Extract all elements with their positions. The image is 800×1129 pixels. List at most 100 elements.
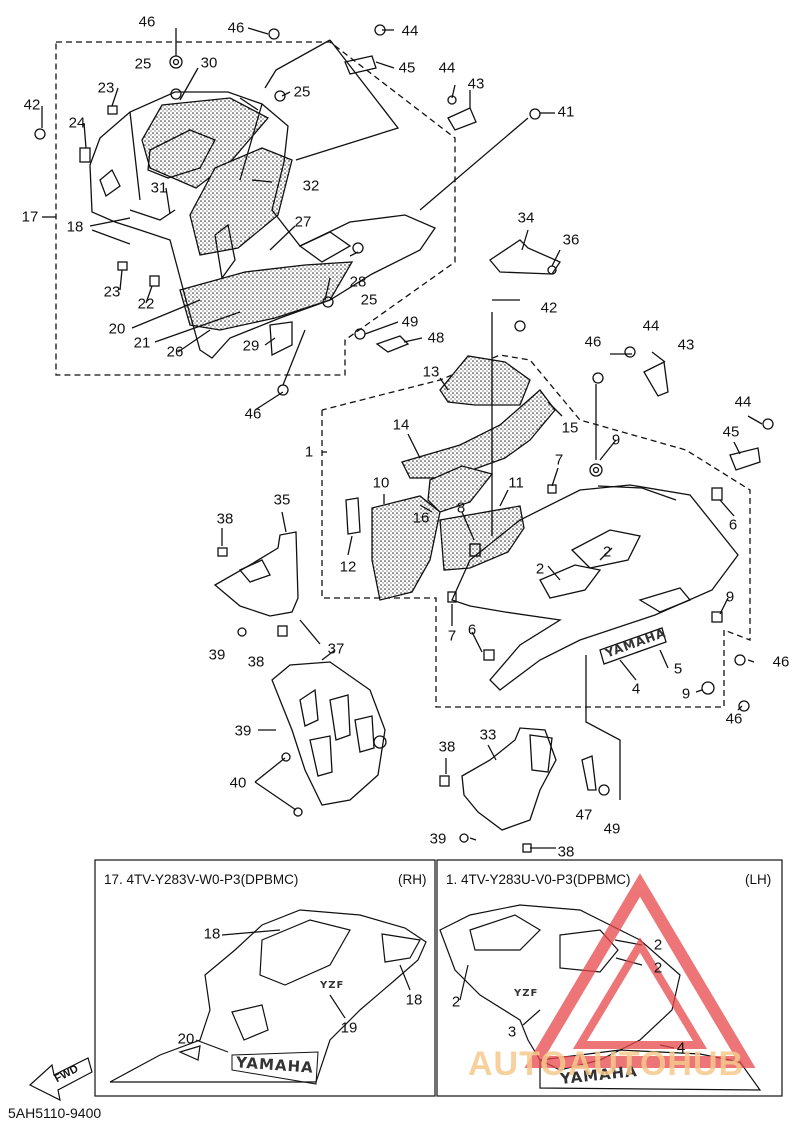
callout-c25c: 25	[360, 291, 378, 309]
lh-label-4: 4	[676, 1039, 686, 1057]
callout-c44d: 44	[734, 393, 752, 411]
callout-c1: 1	[304, 443, 314, 461]
callout-c43b: 43	[677, 336, 695, 354]
callout-c41: 41	[557, 103, 575, 121]
callout-c17: 17	[21, 208, 39, 226]
lh-label-3: 3	[507, 1023, 517, 1041]
callout-c8: 8	[456, 499, 466, 517]
callout-c26: 26	[166, 343, 184, 361]
callout-c38a: 38	[216, 510, 234, 528]
callout-c22: 22	[137, 295, 155, 313]
callout-c46f: 46	[725, 710, 743, 728]
callout-c15: 15	[561, 419, 579, 437]
callout-c39a: 39	[208, 646, 226, 664]
callout-c38d: 38	[557, 843, 575, 861]
rh-label-18b: 18	[405, 991, 423, 1009]
callout-c40: 40	[229, 774, 247, 792]
callout-c25a: 25	[134, 55, 152, 73]
callout-c27: 27	[294, 213, 312, 231]
pad-16	[427, 465, 494, 513]
panel-35	[213, 531, 299, 617]
rh-cowling-group	[34, 24, 561, 411]
callout-c23a: 23	[97, 79, 115, 97]
rh-box-side: (RH)	[398, 872, 427, 887]
lh-cowling-shell	[451, 484, 739, 691]
callout-c46a: 46	[138, 13, 156, 31]
callout-c46b: 46	[227, 19, 245, 37]
callout-c49a: 49	[401, 313, 419, 331]
callout-c31: 31	[150, 179, 168, 197]
callout-c42b: 42	[540, 299, 558, 317]
pad-10	[371, 495, 441, 601]
lh-box-title: 1. 4TV-Y283U-V0-P3(DPBMC)	[446, 872, 631, 887]
callout-c6a: 6	[728, 516, 738, 534]
callout-c39b: 39	[234, 722, 252, 740]
callout-c24: 24	[68, 114, 86, 132]
callout-c9c: 9	[681, 685, 691, 703]
callout-c20a: 20	[108, 320, 126, 338]
pad-32	[189, 147, 293, 256]
callout-c5: 5	[673, 660, 683, 678]
rh-yzf-badge: YZF	[320, 980, 345, 991]
lh-label-2a: 2	[653, 936, 663, 954]
callout-c47: 47	[575, 806, 593, 824]
lh-yzf-badge: YZF	[514, 988, 539, 999]
callout-c10: 10	[372, 474, 390, 492]
callout-c44c: 44	[642, 317, 660, 335]
callout-c30: 30	[200, 54, 218, 72]
rh-box-title: 17. 4TV-Y283V-W0-P3(DPBMC)	[104, 872, 299, 887]
pad-11	[439, 505, 525, 571]
callout-c7b: 7	[447, 627, 457, 645]
callout-c4a: 4	[631, 680, 641, 698]
callout-c16: 16	[412, 509, 430, 527]
panel-33	[461, 727, 557, 831]
lh-box-side: (LH)	[745, 872, 772, 887]
callout-c36: 36	[562, 231, 580, 249]
callout-c13: 13	[422, 363, 440, 381]
lh-label-2c: 2	[451, 993, 461, 1011]
callout-c45b: 45	[722, 423, 740, 441]
callout-c43a: 43	[467, 75, 485, 93]
callout-c34: 34	[517, 209, 535, 227]
callout-c46d: 46	[244, 405, 262, 423]
callout-c44b: 44	[438, 59, 456, 77]
callout-c21: 21	[133, 334, 151, 352]
inner-panels	[213, 511, 610, 853]
panel-37	[271, 661, 386, 806]
callout-c37: 37	[327, 640, 345, 658]
pad-14	[401, 389, 556, 479]
callout-c12: 12	[339, 558, 357, 576]
callout-c44a: 44	[401, 22, 419, 40]
callout-c48: 48	[427, 329, 445, 347]
callout-c23b: 23	[103, 283, 121, 301]
callout-c2b: 2	[535, 560, 545, 578]
callout-c32: 32	[302, 177, 320, 195]
callout-c46c: 46	[584, 333, 602, 351]
rh-label-18a: 18	[203, 925, 221, 943]
rh-label-20: 20	[177, 1030, 195, 1048]
callout-c49b: 49	[603, 820, 621, 838]
lh-label-2b: 2	[653, 959, 663, 977]
callout-c28: 28	[349, 273, 367, 291]
callout-c46e: 46	[772, 653, 790, 671]
lh-boundary-dashed	[321, 354, 751, 708]
pad-13	[439, 355, 531, 406]
fwd-arrow	[28, 1057, 93, 1102]
callout-c18a: 18	[66, 218, 84, 236]
lh-cowling-group	[321, 299, 774, 800]
callout-c7a: 7	[554, 451, 564, 469]
callout-c29: 29	[242, 337, 260, 355]
callout-c38c: 38	[438, 738, 456, 756]
callout-c25b: 25	[293, 83, 311, 101]
rh-variant-box	[94, 859, 436, 1097]
callout-c39c: 39	[429, 830, 447, 848]
callout-c42a: 42	[23, 96, 41, 114]
callout-c33: 33	[479, 726, 497, 744]
watermark-triangle	[524, 873, 756, 1068]
yamaha-plate	[599, 627, 667, 665]
callout-c38b: 38	[247, 653, 265, 671]
variant-boxes	[28, 859, 783, 1102]
rh-boundary-dashed	[55, 41, 456, 376]
lh-variant-box	[436, 859, 783, 1097]
